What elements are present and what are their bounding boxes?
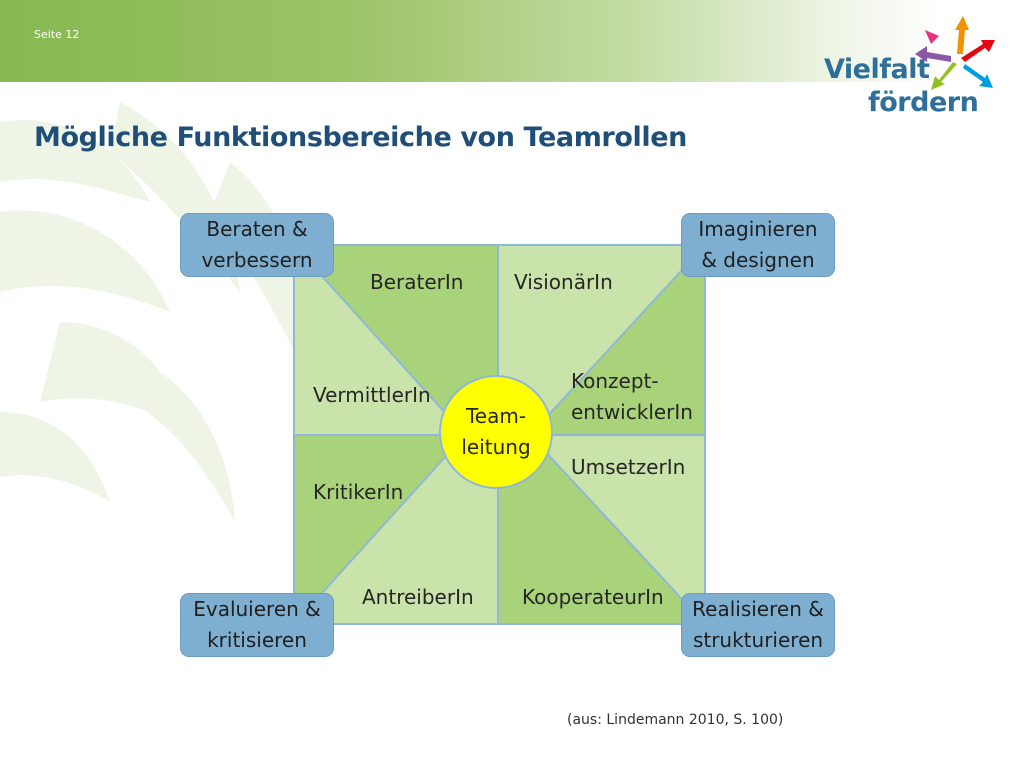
segment-label-kooperateur: KooperateurIn: [522, 585, 664, 609]
header-band: [0, 0, 1024, 82]
logo-arrow-red: [961, 40, 995, 62]
slide-title: Mögliche Funktionsbereiche von Teamrolle…: [34, 122, 687, 153]
segment-visionaer: [498, 245, 705, 435]
segment-label-kritiker: KritikerIn: [313, 480, 404, 504]
corner-top-left-line1: Beraten &: [206, 217, 308, 241]
center-label: Team- leitung: [440, 401, 552, 463]
corner-top-left-line2: verbessern: [201, 248, 313, 272]
segment-berater: [294, 245, 498, 435]
citation: (aus: Lindemann 2010, S. 100): [567, 712, 784, 728]
corner-bottom-left-line2: kritisieren: [207, 628, 307, 652]
corner-box-top-right: Imaginieren & designen: [681, 213, 835, 277]
logo-text-line1: Vielfalt: [824, 54, 930, 85]
logo-arrow-pink: [925, 30, 955, 56]
corner-bottom-left-line1: Evaluieren &: [193, 597, 321, 621]
center-label-line2: leitung: [461, 435, 531, 459]
corner-box-bottom-left: Evaluieren & kritisieren: [180, 593, 334, 657]
konzept-line2: entwicklerIn: [571, 400, 693, 424]
corner-box-top-left: Beraten & verbessern: [180, 213, 334, 277]
corner-bottom-right-line1: Realisieren &: [692, 597, 824, 621]
konzept-line1: Konzept-: [571, 369, 659, 393]
page-number: Seite 12: [34, 28, 80, 41]
logo-text-line2: fördern: [868, 87, 979, 118]
logo-arrow-green: [931, 62, 957, 90]
segment-label-konzeptentwickler: Konzept-entwicklerIn: [571, 366, 701, 428]
segment-kooperateur: [498, 435, 705, 624]
segment-label-berater: BeraterIn: [370, 270, 464, 294]
corner-bottom-right-line2: strukturieren: [692, 628, 824, 652]
center-label-line1: Team-: [465, 404, 527, 428]
logo-arrow-blue: [963, 64, 993, 88]
corner-top-right-line1: Imaginieren: [698, 217, 818, 241]
logo-arrow-orange: [955, 16, 969, 54]
center-circle: [439, 375, 553, 489]
segment-antreiber: [294, 435, 498, 624]
corner-box-bottom-right: Realisieren & strukturieren: [681, 593, 835, 657]
corner-top-right-line2: & designen: [701, 248, 815, 272]
logo-arrows: [915, 16, 995, 90]
logo-arrow-purple: [915, 46, 951, 62]
segment-label-vermittler: VermittlerIn: [313, 383, 431, 407]
segment-label-antreiber: AntreiberIn: [362, 585, 474, 609]
segment-label-visionaer: VisionärIn: [514, 270, 613, 294]
segment-label-umsetzer: UmsetzerIn: [571, 455, 686, 479]
